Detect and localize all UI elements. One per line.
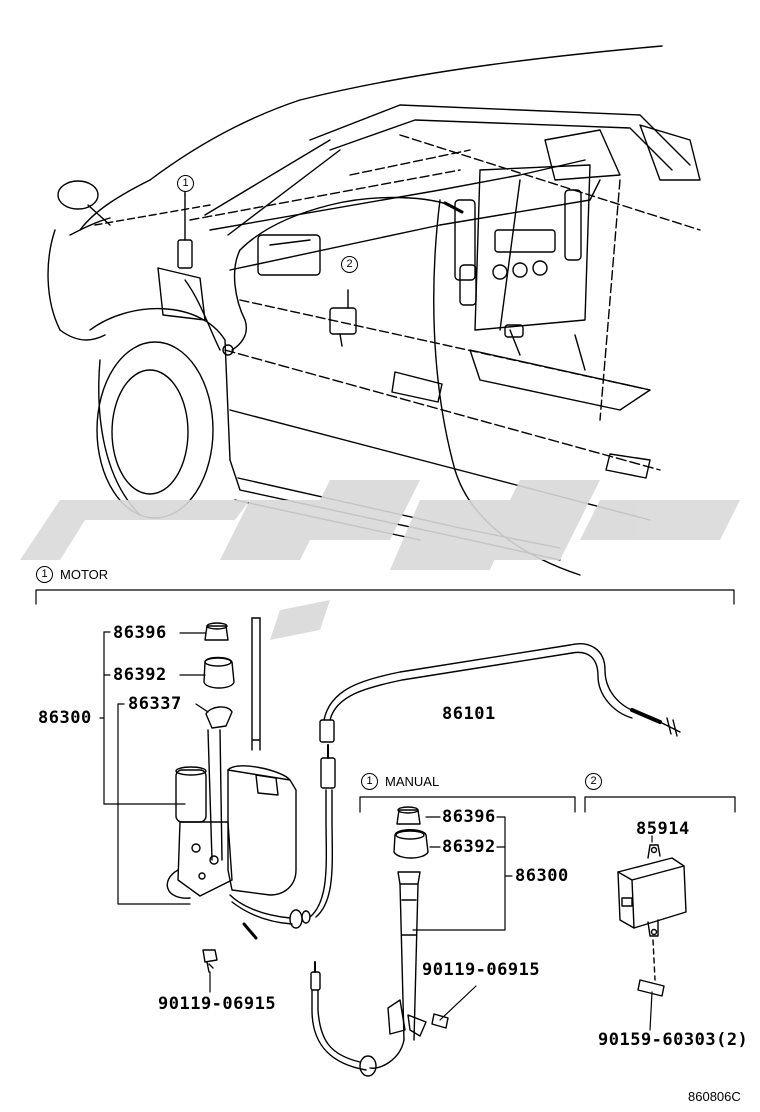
manual-section-title: MANUAL <box>385 774 440 789</box>
part-label-85914[interactable]: 85914 <box>636 819 690 839</box>
module-85914-assembly <box>617 835 687 1031</box>
manual-antenna-assembly <box>310 806 513 1077</box>
part-label-86392-manual[interactable]: 86392 <box>442 837 496 857</box>
part-label-86101[interactable]: 86101 <box>442 704 496 724</box>
motor-section-title: MOTOR <box>60 567 109 582</box>
part-label-86392-motor[interactable]: 86392 <box>113 665 167 685</box>
callout-circle-1: 1 <box>177 175 194 192</box>
part-label-86396-manual[interactable]: 86396 <box>442 807 496 827</box>
callout-circle-2: 2 <box>341 256 358 273</box>
motor-antenna-assembly <box>99 617 311 973</box>
motor-section-bracket <box>35 589 735 605</box>
part-label-90159-60303[interactable]: 90159-60303(2) <box>598 1030 749 1050</box>
antenna-cable-86101 <box>309 643 681 918</box>
part-label-86300-manual[interactable]: 86300 <box>515 866 569 886</box>
watermark-logo <box>20 480 740 640</box>
module-section-bracket <box>584 796 736 813</box>
part-label-86337[interactable]: 86337 <box>128 694 182 714</box>
motor-section-number: 1 <box>36 566 53 583</box>
manual-section-number: 1 <box>361 773 378 790</box>
manual-section-bracket <box>359 796 576 813</box>
part-label-90119-06915-manual[interactable]: 90119-06915 <box>422 960 541 980</box>
module-section-number: 2 <box>585 773 602 790</box>
figure-code: 860806C <box>688 1089 741 1104</box>
part-label-86396-motor[interactable]: 86396 <box>113 623 167 643</box>
part-label-86300-motor[interactable]: 86300 <box>38 708 92 728</box>
part-label-90119-06915-motor[interactable]: 90119-06915 <box>158 994 277 1014</box>
